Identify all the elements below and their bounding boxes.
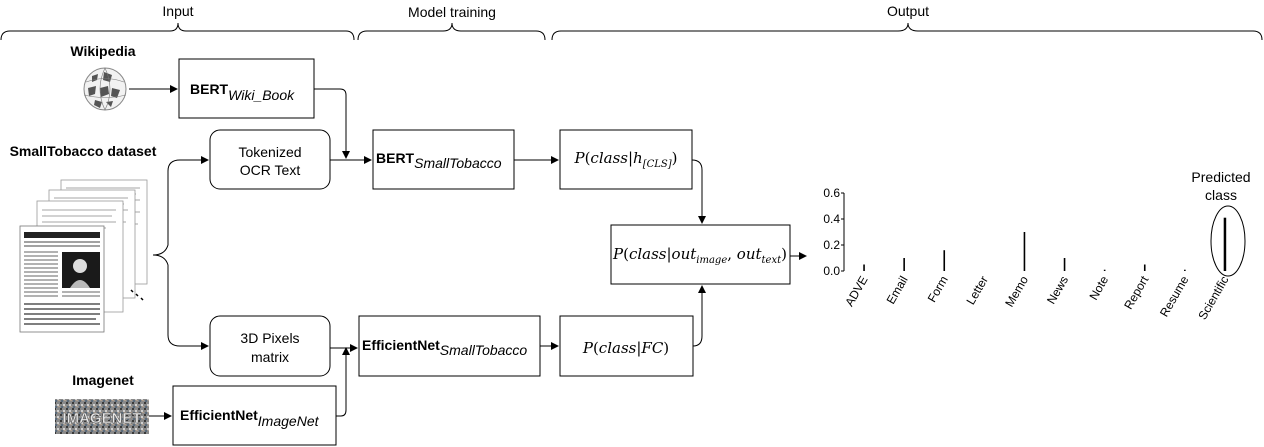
chart-x-tick-label: Memo (1002, 273, 1031, 309)
imagenet-label: Imagenet (72, 372, 134, 388)
predicted-class-label-line2: class (1205, 187, 1237, 203)
pixels-matrix-box: 3D Pixels matrix (209, 315, 331, 377)
chart-x-tick-label: ADVE (842, 274, 870, 309)
chart-x-tick-label: Report (1121, 273, 1151, 312)
svg-text:BERTWiki_Book: BERTWiki_Book (190, 81, 295, 103)
efficientnet-smalltobacco-box: EfficientNetSmallTobacco (358, 315, 541, 377)
p-class-fc-box: P(class|FC) (559, 315, 694, 377)
section-model-training-label: Model training (408, 4, 496, 20)
svg-text:BERTSmallTobacco: BERTSmallTobacco (376, 150, 502, 171)
section-input-brace (0, 22, 355, 41)
connectors (129, 85, 807, 420)
bert-wiki-book-subscript: Wiki_Book (228, 87, 295, 103)
chart-x-tick-label: Letter (963, 273, 990, 307)
arrow-docs-split (152, 156, 209, 256)
tokenized-ocr-text-box: Tokenized OCR Text (209, 129, 331, 190)
bert-wiki-book-main: BERT (190, 81, 229, 97)
chart-x-tick-label: Resume (1157, 273, 1192, 319)
wikipedia-label: Wikipedia (70, 43, 135, 59)
efficientnet-imagenet-main: EfficientNet (180, 407, 258, 423)
predicted-class-label-line1: Predicted (1191, 169, 1250, 185)
chart-x-tick-label: Note (1086, 273, 1111, 302)
arrow-docs-to-pixels (152, 254, 209, 350)
predicted-class-ellipse (1210, 205, 1246, 277)
p-class-cls-box: P(class|h[CLS]) (559, 129, 693, 190)
imagenet-logo-text: IMAGENET (62, 410, 141, 427)
pixels-matrix-line2: matrix (251, 349, 289, 365)
p-class-fusion-box: P(class|outimage, outtext) (610, 224, 791, 285)
section-model-training-brace (357, 22, 546, 41)
section-output-brace (551, 22, 1263, 41)
chart-x-tick-label: Form (925, 274, 951, 305)
tokenized-ocr-text-line2: OCR Text (240, 162, 301, 178)
wikipedia-globe-icon (83, 67, 127, 111)
section-input-label: Input (162, 3, 193, 19)
arrow-pcls-to-fusion (691, 159, 706, 224)
bert-smalltobacco-box: BERTSmallTobacco (372, 129, 515, 190)
smalltobacco-label: SmallTobacco dataset (10, 143, 157, 159)
section-output-label: Output (887, 3, 929, 19)
arrow-bertwiki-to-bertsmall (314, 88, 350, 159)
chart-y-tick-label: 0.0 (823, 264, 840, 278)
svg-text:EfficientNetSmallTobacco: EfficientNetSmallTobacco (362, 337, 527, 358)
tokenized-ocr-text-line1: Tokenized (238, 144, 301, 160)
svg-text:EfficientNetImageNet: EfficientNetImageNet (180, 407, 320, 429)
document-stack-icon (19, 179, 148, 333)
svg-text:P(class|outimage, outtext): P(class|outimage, outtext) (612, 245, 787, 266)
chart-y-tick-label: 0.2 (823, 238, 840, 252)
chart-x-tick-label: Scientific (1195, 274, 1231, 323)
chart-x-tick-label: News (1044, 274, 1071, 307)
chart-x-tick-label: Email (884, 274, 911, 307)
arrow-effnetimg-to-effnetsmall (336, 347, 350, 417)
bert-smalltobacco-main: BERT (376, 150, 415, 166)
pixels-matrix-line1: 3D Pixels (240, 330, 299, 346)
efficientnet-smalltobacco-main: EfficientNet (362, 337, 440, 353)
chart-y-tick-label: 0.4 (823, 212, 840, 226)
efficientnet-imagenet-subscript: ImageNet (258, 413, 320, 429)
chart-y-tick-label: 0.6 (823, 186, 840, 200)
bert-wiki-book-box: BERTWiki_Book (178, 58, 315, 119)
efficientnet-smalltobacco-subscript: SmallTobacco (440, 342, 528, 358)
svg-text:P(class|h[CLS]): P(class|h[CLS]) (573, 149, 677, 170)
efficientnet-imagenet-box: EfficientNetImageNet (172, 385, 337, 446)
imagenet-logo: IMAGENET (55, 399, 149, 434)
arrow-pfc-to-fusion (692, 285, 706, 347)
bert-smalltobacco-subscript: SmallTobacco (414, 155, 502, 171)
svg-text:P(class|FC): P(class|FC) (582, 339, 669, 357)
